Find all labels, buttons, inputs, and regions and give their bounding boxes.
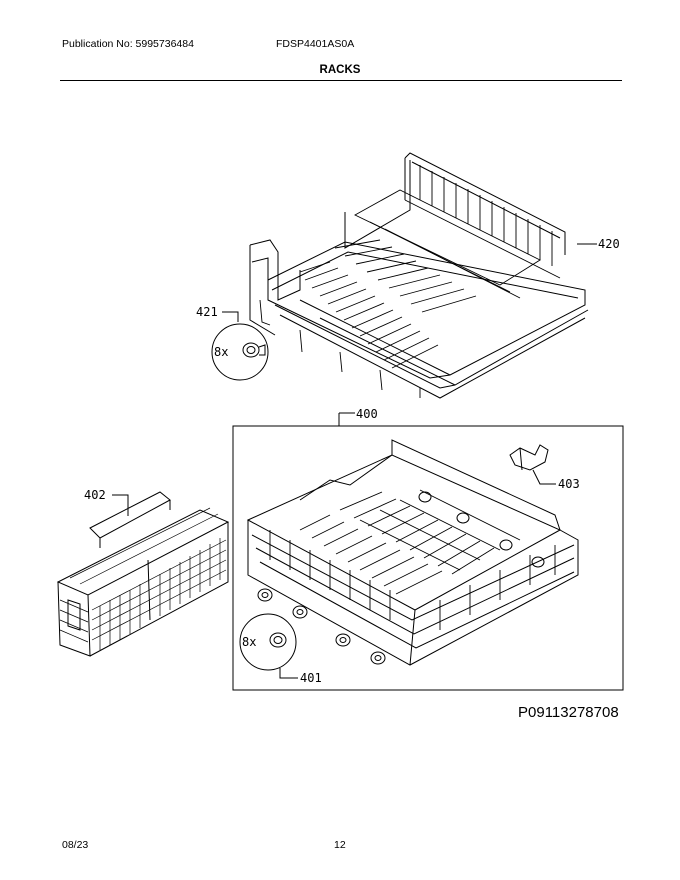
upper-rack [249,152,589,399]
model-number: FDSP4401AS0A [276,38,355,50]
rack-clip-403 [509,444,549,471]
callout-420: 420 [598,237,620,251]
lower-rack-tines [269,489,556,630]
quantity-421: 8x [214,345,228,359]
wheel-icon-421 [242,342,266,358]
lower-rack-detail-box [232,425,624,691]
leader-400 [338,412,355,426]
lower-rack-wheels [257,491,545,665]
callout-402: 402 [84,488,106,502]
leader-401 [279,668,298,679]
wheel-detail-circle-421 [211,323,269,381]
wheel-detail-circle-401 [239,613,297,671]
callout-403: 403 [558,477,580,491]
basket-grid [59,507,227,650]
page-number: 12 [334,839,346,851]
leader-421 [222,311,239,322]
wheel-icon-401 [269,632,287,648]
callout-421: 421 [196,305,218,319]
diagram-code: P09113278708 [518,704,619,721]
callout-400: 400 [356,407,378,421]
callout-401: 401 [300,671,322,685]
section-title: RACKS [319,64,361,76]
footer-date: 08/23 [62,839,89,851]
leader-403 [532,469,556,485]
quantity-401: 8x [242,635,256,649]
upper-rack-tines [259,165,561,398]
lower-rack [246,439,579,666]
publication-number: Publication No: 5995736484 [62,38,194,50]
header-divider [60,80,622,81]
cutlery-basket [56,491,230,657]
